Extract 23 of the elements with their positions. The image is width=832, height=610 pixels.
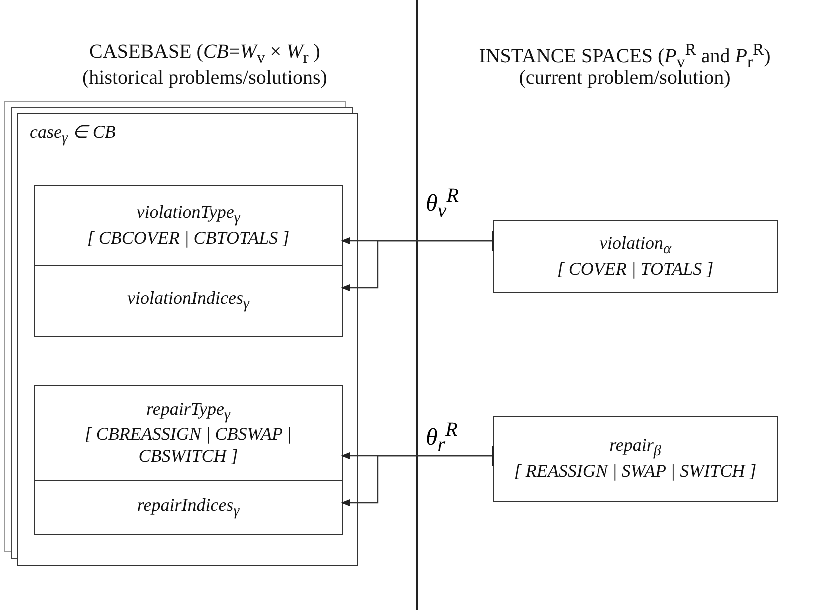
connector-arrow bbox=[341, 445, 494, 507]
column-heading: (current problem/solution) bbox=[518, 67, 732, 90]
field-name: violation$_{α}$ bbox=[600, 232, 672, 258]
column-heading: CASEBASE (CB=W$_{v}$ × W$_{r}$ ) bbox=[88, 40, 322, 68]
field-box bbox=[493, 220, 778, 293]
column-heading: (historical problems/solutions) bbox=[82, 66, 328, 90]
field-name: case$_{γ}$ ∈ CB bbox=[30, 122, 116, 148]
connector-arrow bbox=[341, 230, 494, 292]
field-name: repair$_{β}$ bbox=[610, 435, 662, 461]
field-box bbox=[34, 480, 343, 535]
case-card bbox=[17, 113, 358, 566]
field-box bbox=[493, 416, 778, 502]
field-box bbox=[34, 265, 343, 337]
field-name: violationType$_{γ}$ bbox=[136, 202, 240, 228]
field-name: repairIndices$_{γ}$ bbox=[137, 494, 240, 520]
field-box bbox=[34, 185, 343, 266]
field-values: [ CBREASSIGN | CBSWAP | CBSWITCH ] bbox=[84, 424, 294, 468]
field-name: repairType$_{γ}$ bbox=[146, 398, 230, 424]
field-name: violationIndices$_{γ}$ bbox=[128, 288, 250, 314]
field-values: [ COVER | TOTALS ] bbox=[557, 258, 714, 280]
field-values: [ CBCOVER | CBTOTALS ] bbox=[87, 228, 290, 250]
field-values: [ REASSIGN | SWAP | SWITCH ] bbox=[514, 461, 757, 483]
field-box bbox=[34, 385, 343, 481]
